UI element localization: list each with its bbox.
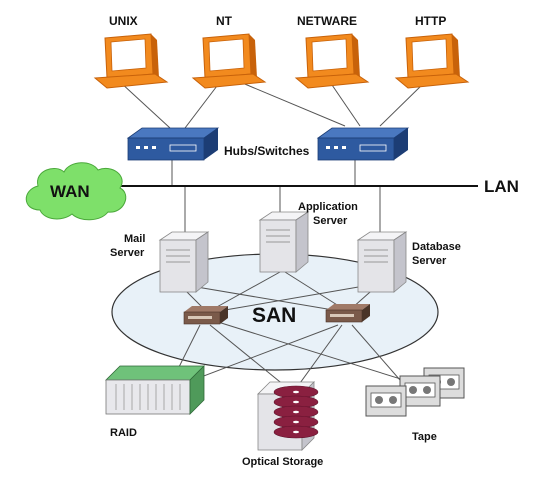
tape-cartridge-icon	[365, 367, 465, 417]
computers	[93, 33, 470, 89]
application-server-icon	[258, 211, 310, 273]
label-raid: RAID	[110, 427, 137, 439]
label-tape: Tape	[412, 431, 437, 443]
computer-http-icon	[394, 33, 470, 89]
san-switch-right-icon	[325, 304, 370, 323]
label-http: HTTP	[415, 14, 446, 28]
label-san: SAN	[252, 304, 296, 327]
label-mail-server-1: Mail	[124, 233, 145, 245]
label-mail-server-2: Server	[110, 247, 145, 259]
label-wan: WAN	[50, 182, 90, 201]
label-database-server-2: Server	[412, 255, 447, 267]
label-hubs-switches: Hubs/Switches	[224, 144, 310, 158]
computer-unix-icon	[93, 33, 169, 89]
wan-cloud-icon	[25, 162, 127, 221]
label-database-server-1: Database	[412, 241, 461, 253]
hub-right-icon	[316, 127, 410, 161]
optical-disk-stack-icon	[257, 381, 319, 451]
label-nt: NT	[216, 14, 233, 28]
label-optical-storage: Optical Storage	[242, 456, 323, 468]
san-switch-left-icon	[183, 306, 228, 325]
label-application-server-2: Server	[313, 215, 348, 227]
computer-nt-icon	[191, 33, 267, 89]
label-application-server-1: Application	[298, 201, 358, 213]
computer-netware-icon	[294, 33, 370, 89]
hub-left-icon	[126, 127, 220, 161]
connection-lines	[119, 81, 426, 391]
label-unix: UNIX	[109, 14, 138, 28]
database-server-icon	[356, 231, 408, 293]
mail-server-icon	[158, 231, 210, 293]
raid-array-icon	[105, 365, 205, 415]
label-netware: NETWARE	[297, 14, 357, 28]
label-lan: LAN	[484, 177, 519, 196]
